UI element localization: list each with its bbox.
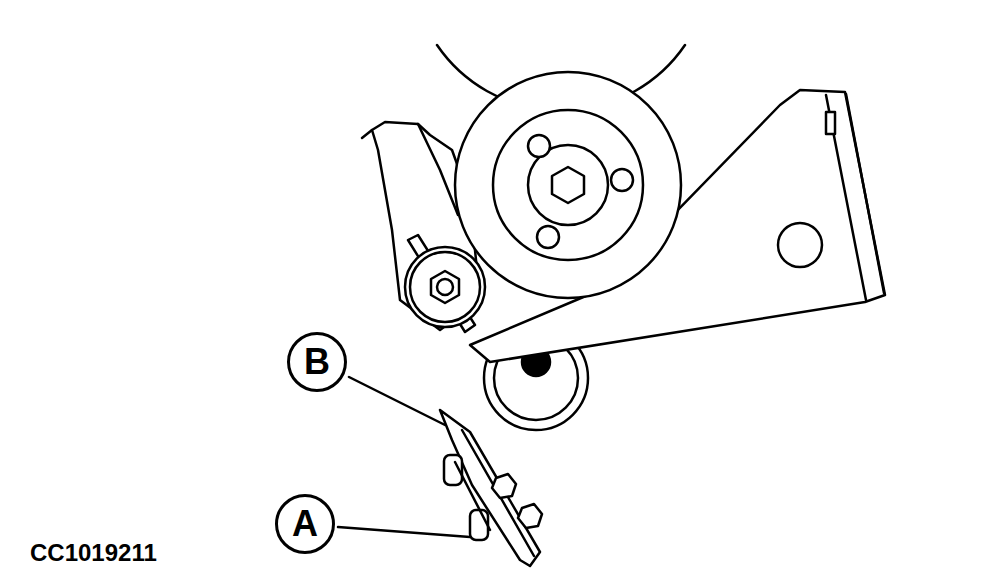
plate-hole bbox=[778, 223, 822, 267]
callout-letter: A bbox=[292, 506, 318, 542]
scraper-nut bbox=[492, 474, 516, 498]
bolt-core bbox=[437, 279, 453, 295]
washer bbox=[405, 247, 485, 327]
hex-socket bbox=[552, 167, 584, 203]
main-pulley bbox=[455, 72, 681, 298]
leader-line bbox=[338, 527, 470, 537]
plate-tab bbox=[826, 112, 835, 134]
bolt-head bbox=[431, 271, 459, 303]
plate-edge bbox=[846, 94, 884, 293]
figure-code: CC1019211 bbox=[30, 541, 157, 565]
bracket-edge bbox=[418, 124, 458, 215]
bracket-edge bbox=[362, 130, 372, 138]
plate-edge bbox=[826, 95, 866, 300]
scraper-nut bbox=[518, 504, 542, 528]
pulley-bolt bbox=[611, 169, 633, 191]
scraper-blade bbox=[440, 410, 540, 566]
callout-letter: B bbox=[304, 344, 330, 380]
callout-circle: B bbox=[287, 332, 347, 392]
scraper-bolt bbox=[470, 510, 488, 540]
washer-rim bbox=[410, 252, 480, 322]
leader-line bbox=[349, 377, 445, 425]
bolt-plate bbox=[455, 462, 490, 530]
pulley-face bbox=[493, 110, 643, 260]
callout-circle: A bbox=[275, 494, 335, 554]
blade-edge bbox=[462, 430, 534, 556]
pulley-bolt bbox=[537, 226, 559, 248]
pulley-bolt bbox=[528, 135, 550, 157]
